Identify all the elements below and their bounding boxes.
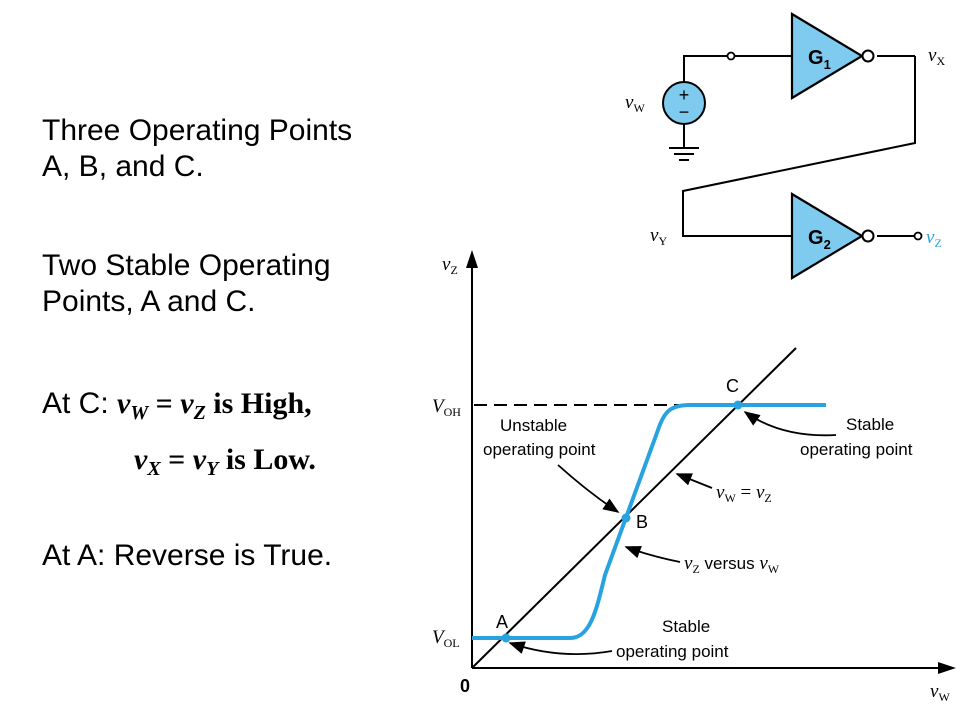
gate-g2-label: G2 <box>808 227 831 252</box>
label-vz: vZ <box>926 227 942 250</box>
text-at-c-line2: vX = vY is Low. <box>134 442 316 480</box>
voh-label: VOH <box>432 396 461 419</box>
at-c-prefix: At C: <box>42 387 118 420</box>
text-three-points-line1: Three Operating Points <box>42 114 353 147</box>
label-vy: vY <box>650 225 667 248</box>
at-c-sub-w: W <box>130 402 149 424</box>
line-vw-equals-vz <box>471 347 797 669</box>
arrow-stable-a <box>508 641 613 656</box>
transfer-graph: vZ vW 0 VOH VOL A B C Unstable operating… <box>432 250 956 704</box>
x-axis-arrow-icon <box>938 662 956 674</box>
gate-g2 <box>790 192 865 280</box>
terminal-g1-input <box>726 51 736 61</box>
stable-c-label-line1: Stable <box>846 415 894 434</box>
text-three-points-line2: A, B, and C. <box>42 150 204 183</box>
point-c-marker <box>733 400 743 410</box>
point-b-marker <box>621 513 631 523</box>
arrow-vw-equals-vz <box>675 473 713 489</box>
text-at-c-line1: At C: vW = vZ is High, <box>42 386 312 424</box>
source-plus-sign: + <box>679 85 690 105</box>
at-c-var-vz: v <box>180 387 194 420</box>
x-axis-label: vW <box>930 681 950 704</box>
at-c-var-vw: v <box>117 387 131 420</box>
at-c-sub-y: Y <box>206 458 219 480</box>
origin-label: 0 <box>460 676 470 696</box>
transfer-curve-vz-vs-vw <box>472 403 826 640</box>
at-c-equals: = <box>148 387 181 420</box>
at-c-var-vx: v <box>134 443 148 476</box>
arrow-stable-c <box>743 411 837 437</box>
gate-g1 <box>790 12 865 100</box>
stable-a-label-line2: operating point <box>616 642 729 661</box>
circuit: G1 G2 + − vW vX vY vZ <box>625 12 945 280</box>
at-c-sub-z: Z <box>193 402 206 424</box>
arrow-unstable <box>557 464 620 513</box>
gate-g1-bubble <box>861 49 875 63</box>
text-at-a: At A: Reverse is True. <box>42 539 333 572</box>
at-c-var-vy: v <box>192 443 207 476</box>
at-c-sub-x: X <box>147 458 161 480</box>
label-vx: vX <box>928 45 945 68</box>
point-b-label: B <box>636 512 648 532</box>
stable-a-label-line1: Stable <box>662 617 710 636</box>
wire-source-to-g1 <box>683 55 729 82</box>
text-two-stable-line1: Two Stable Operating <box>42 249 331 282</box>
point-a-marker <box>501 633 511 643</box>
point-c-label: C <box>726 376 739 396</box>
text-two-stable-line2: Points, A and C. <box>42 285 256 318</box>
source-minus-sign: − <box>679 102 690 122</box>
unstable-label-line1: Unstable <box>500 416 567 435</box>
voltage-source-vw <box>662 81 706 125</box>
y-axis-label: vZ <box>442 254 458 277</box>
wire-feedback-vx-vy <box>682 56 916 237</box>
label-vw: vW <box>625 92 645 115</box>
arrow-vz-versus-vw <box>624 546 681 563</box>
unstable-label-line2: operating point <box>483 440 596 459</box>
vol-label: VOL <box>432 627 460 650</box>
label-vz-versus-vw: vZ versus vW <box>684 553 780 576</box>
at-c-equals-2: = <box>160 443 193 476</box>
gate-g1-label: G1 <box>808 47 831 72</box>
gate-g2-bubble <box>861 229 875 243</box>
stable-c-label-line2: operating point <box>800 440 913 459</box>
y-axis-arrow-icon <box>466 250 478 268</box>
label-vw-equals-vz: vW = vZ <box>716 482 772 505</box>
point-a-label: A <box>496 612 508 632</box>
terminal-vz-output <box>913 231 923 241</box>
ground-icon <box>669 147 699 161</box>
at-c-high: is High, <box>205 387 312 420</box>
at-c-low: is Low. <box>218 443 316 476</box>
